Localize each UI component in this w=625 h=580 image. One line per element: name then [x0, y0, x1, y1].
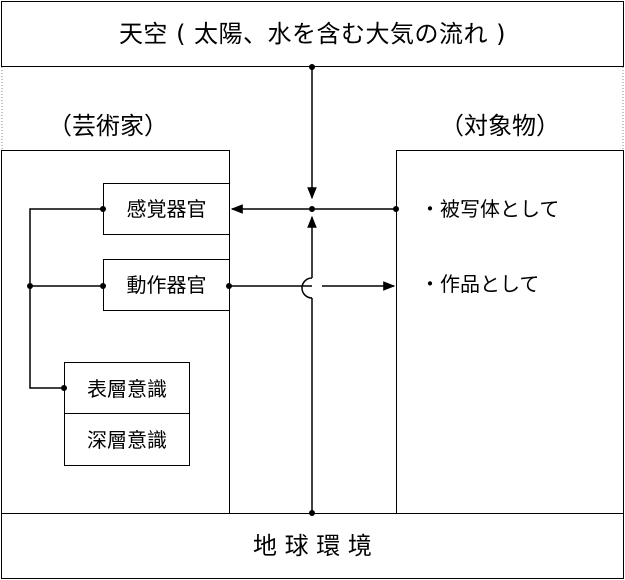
earth-node — [309, 510, 315, 516]
sense-organ-box: 感覚器官 — [103, 183, 230, 235]
sky-box: 天空 ( 太陽、水を含む大気の流れ ) — [1, 1, 624, 67]
artist-heading: （芸術家） — [48, 112, 168, 140]
deep-consciousness-box: 深層意識 — [64, 413, 190, 466]
object-node — [393, 206, 399, 212]
sky-label: 天空 ( 太陽、水を含む大気の流れ ) — [118, 20, 507, 48]
motor-node — [226, 283, 232, 289]
object-heading: （対象物） — [440, 112, 560, 140]
sense-organ-label: 感覚器官 — [126, 197, 207, 221]
earth-box: 地 球 環 境 — [1, 513, 624, 579]
surface-consciousness-label: 表層意識 — [87, 376, 167, 401]
sky-node — [309, 64, 315, 70]
as-subject-label: ・被写体として — [420, 197, 560, 221]
motor-left-node — [100, 283, 106, 289]
bracket-mid-node — [27, 283, 33, 289]
deep-consciousness-label: 深層意識 — [87, 427, 167, 452]
surface-consciousness-box: 表層意識 — [64, 362, 190, 415]
as-work-label: ・作品として — [420, 272, 540, 296]
earth-label: 地 球 環 境 — [253, 532, 372, 560]
organ-bracket — [29, 208, 103, 389]
sense-left-node — [100, 206, 106, 212]
surface-node — [61, 385, 67, 391]
hop-over — [301, 277, 313, 299]
motor-organ-label: 動作器官 — [126, 273, 207, 297]
object-panel — [396, 150, 624, 514]
